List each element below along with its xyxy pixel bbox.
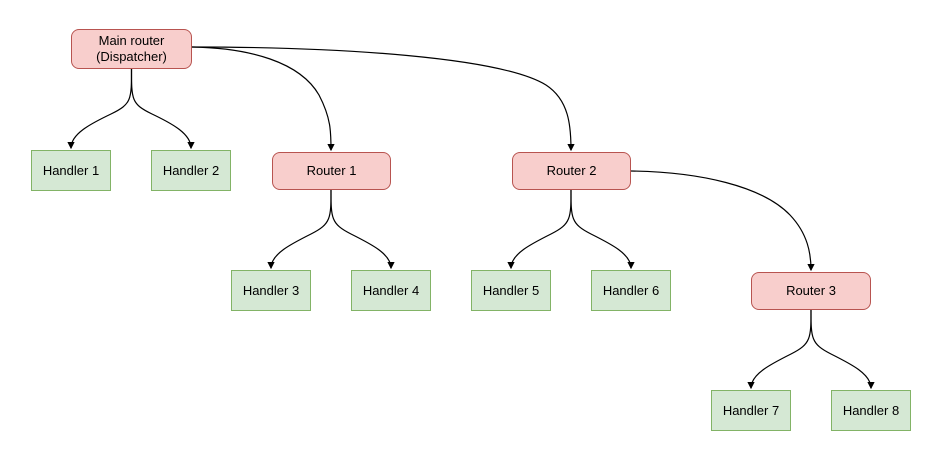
edge-router-1-to-handler-4 xyxy=(330,189,395,270)
node-router-2[interactable]: Router 2 xyxy=(512,152,631,190)
node-handler-4[interactable]: Handler 4 xyxy=(351,270,431,311)
edge-router-3-to-handler-7 xyxy=(747,309,812,390)
node-main-router[interactable]: Main router (Dispatcher) xyxy=(71,29,192,69)
edge-router-2-to-handler-6 xyxy=(570,189,635,270)
node-handler-8[interactable]: Handler 8 xyxy=(831,390,911,431)
node-handler-6[interactable]: Handler 6 xyxy=(591,270,671,311)
edge-router-1-to-handler-3 xyxy=(267,189,332,270)
edge-main-to-router-1 xyxy=(191,46,335,152)
node-router-3[interactable]: Router 3 xyxy=(751,272,871,310)
node-handler-2[interactable]: Handler 2 xyxy=(151,150,231,191)
node-router-1[interactable]: Router 1 xyxy=(272,152,391,190)
edges-group xyxy=(67,46,875,390)
node-handler-3[interactable]: Handler 3 xyxy=(231,270,311,311)
edge-router-2-to-router-3 xyxy=(630,170,815,272)
edge-main-to-router-2 xyxy=(191,46,575,152)
edge-router-2-to-handler-5 xyxy=(507,189,572,270)
edge-main-to-handler-2 xyxy=(130,68,195,150)
edge-router-3-to-handler-8 xyxy=(810,309,875,390)
node-handler-1[interactable]: Handler 1 xyxy=(31,150,111,191)
edge-main-to-handler-1 xyxy=(67,68,133,150)
node-handler-7[interactable]: Handler 7 xyxy=(711,390,791,431)
node-handler-5[interactable]: Handler 5 xyxy=(471,270,551,311)
